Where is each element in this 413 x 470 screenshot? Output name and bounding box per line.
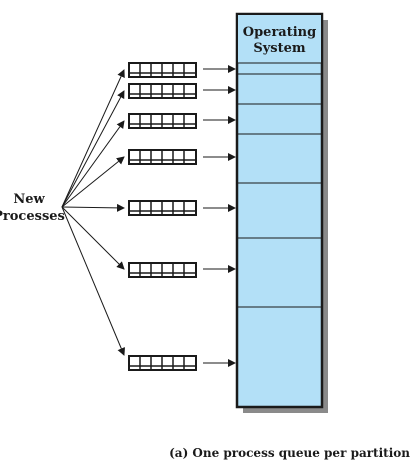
dispatch-arrow	[61, 90, 125, 208]
os-label-line1: Operating	[243, 25, 316, 40]
process-queue	[128, 149, 197, 165]
dispatch-arrow	[61, 206, 125, 270]
main-memory: Operating System	[235, 12, 328, 413]
os-label-line2: System	[253, 41, 306, 56]
os-partition	[238, 15, 321, 63]
dispatch-arrows	[61, 69, 125, 356]
process-queues	[128, 62, 197, 371]
process-queue	[128, 62, 197, 78]
process-queue	[128, 262, 197, 278]
dispatch-arrow	[61, 120, 125, 208]
new-processes-label-line2: Processes	[0, 209, 65, 224]
process-queue	[128, 355, 197, 371]
partition-arrows	[203, 65, 236, 367]
new-processes-label-line1: New	[13, 192, 45, 207]
figure-caption: (a) One process queue per partition	[169, 446, 410, 460]
new-processes-source: New Processes	[0, 192, 65, 224]
memory-body	[235, 12, 324, 409]
process-queue	[128, 113, 197, 129]
partition-dividers	[237, 62, 322, 308]
dispatch-arrow	[61, 206, 125, 356]
dispatch-arrow	[61, 156, 125, 208]
dispatch-arrow	[61, 69, 125, 208]
dispatch-arrow	[61, 203, 125, 212]
process-queue	[128, 200, 197, 216]
process-queue	[128, 83, 197, 99]
